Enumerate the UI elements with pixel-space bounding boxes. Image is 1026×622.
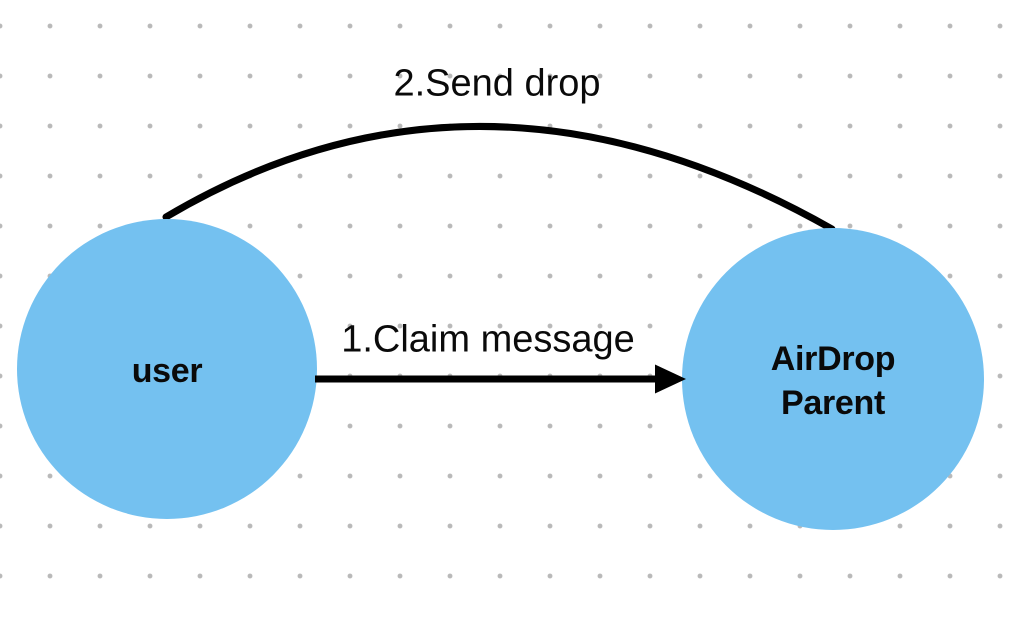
claim-arrow-head-icon <box>655 364 686 394</box>
airdrop-parent-node-circle[interactable] <box>682 228 984 530</box>
airdrop-parent-node-label: AirDrop Parent <box>770 340 896 422</box>
user-node-circle[interactable] <box>17 219 317 519</box>
send-drop-edge-label: 2.Send drop <box>393 62 601 105</box>
claim-message-edge-label: 1.Claim message <box>341 318 635 361</box>
send-drop-arc-edge[interactable] <box>162 123 836 233</box>
user-node-label: user <box>131 352 203 390</box>
